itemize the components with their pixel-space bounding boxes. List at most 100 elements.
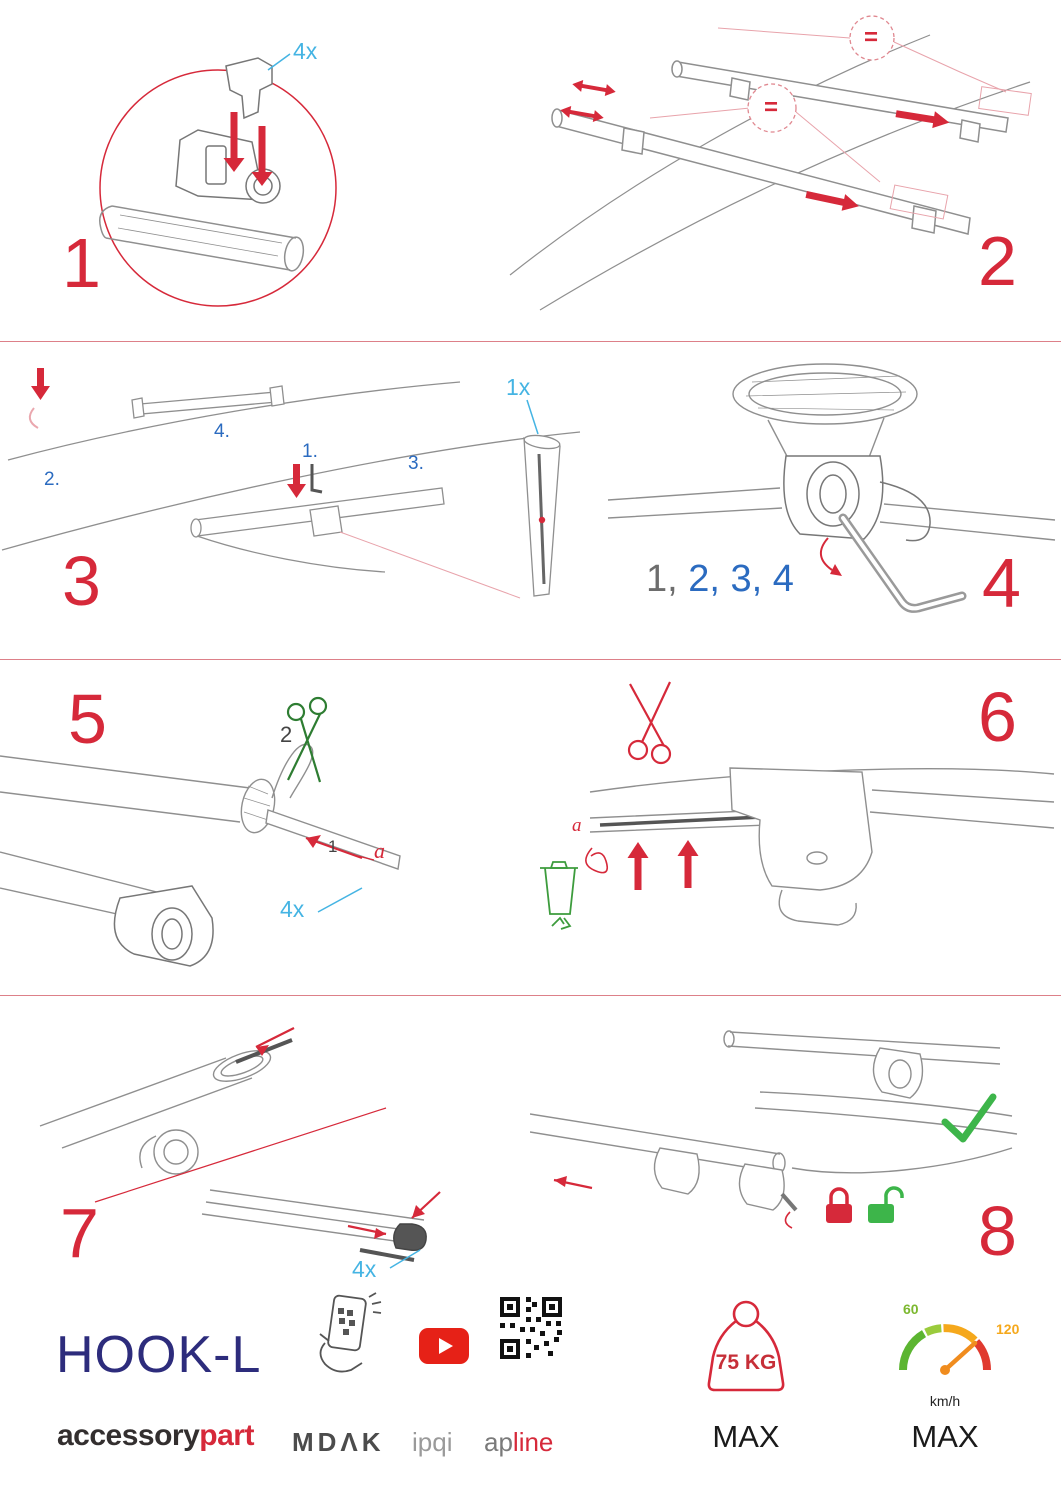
scissors-icon — [286, 696, 328, 783]
step3-sub4: 4. — [214, 421, 230, 442]
step-4: 1, 2, 3, 4 4 — [600, 342, 1061, 659]
check-icon — [941, 1093, 997, 1143]
brand-name-red: part — [199, 1419, 254, 1452]
mounted-bar-drawing — [723, 1030, 1018, 1135]
trash-bin-icon — [540, 861, 578, 930]
brand-name-dark: accessory — [57, 1419, 200, 1452]
allen-key-drawing — [838, 513, 967, 613]
step3-sub1: 1. — [302, 441, 318, 462]
step7-number: 7 — [60, 1194, 99, 1272]
step5-pull-label: 1 — [328, 837, 338, 856]
slide-arrow — [553, 1176, 593, 1190]
step-8: 8 — [530, 996, 1061, 1291]
step-3: 4. 1. 3. 2. 1x 3 — [0, 342, 600, 659]
brand-logo: accessorypart — [57, 1419, 254, 1453]
speed-max-label: MAX — [911, 1419, 979, 1454]
step8-illustration — [530, 1030, 1018, 1229]
step2-illustration — [509, 15, 1032, 311]
step-6: 6 a — [530, 660, 1061, 994]
foot-bracket-drawing — [589, 767, 1055, 926]
equal-spacing-circle-mid — [747, 83, 797, 133]
rail-end-drawing — [0, 743, 401, 925]
step4-number: 4 — [982, 544, 1021, 622]
step5-number: 5 — [68, 680, 107, 758]
locked-padlock-icon — [826, 1187, 852, 1223]
pull-arrow — [305, 835, 375, 861]
step5-cut-label: 2 — [280, 722, 293, 747]
key-turn-arrow — [784, 1211, 793, 1229]
logo-mdak: MDΛK — [292, 1427, 385, 1457]
step3-illustration — [1, 368, 581, 599]
tool-tube-drawing — [523, 434, 561, 597]
section-divider-1 — [0, 341, 1061, 342]
logo-ipqi: ipqi — [412, 1427, 453, 1457]
weight-max-label: MAX — [712, 1419, 780, 1454]
step3-qty-label: 1x — [506, 374, 531, 400]
ghost-rotation — [28, 407, 39, 429]
dimension-lines — [649, 27, 1032, 220]
step8-number: 8 — [978, 1192, 1017, 1270]
qty-leader-line — [526, 399, 539, 435]
cut-strap-curl — [585, 847, 609, 874]
qr-code — [500, 1297, 562, 1359]
crossbar-drawing — [99, 205, 305, 272]
push-up-arrows — [627, 840, 699, 890]
clamp-drawing — [113, 885, 214, 967]
rail-opening-drawing — [39, 1038, 293, 1175]
section-divider-2 — [0, 659, 1061, 660]
bar-end-drawing — [607, 363, 1056, 541]
gauge-high-label: 120 — [996, 1321, 1020, 1337]
speedometer-icon — [898, 1324, 992, 1375]
step5-qty-label: 4x — [280, 896, 305, 922]
step3-sub2: 2. — [44, 469, 60, 490]
logo-apline: apline — [484, 1427, 553, 1458]
step7-illustration — [39, 1027, 441, 1269]
step-5: 5 2 1 a 4x — [0, 660, 530, 994]
rotate-arrow — [820, 537, 842, 576]
step-1: 4x 1 — [0, 0, 500, 340]
step-7: 7 4x — [0, 996, 530, 1291]
step1-qty-label: 4x — [293, 38, 318, 64]
clamp-drawing — [783, 455, 931, 542]
rails-drawing — [1, 381, 581, 551]
logo-apline-gray: ap — [484, 1427, 513, 1457]
insert-arrows — [31, 368, 306, 498]
insert-arrows — [255, 1027, 441, 1239]
track-endcap-drawing — [201, 1189, 427, 1262]
adjust-arrows — [560, 80, 950, 211]
step-2: = = 2 — [500, 0, 1061, 340]
step4-illustration — [607, 363, 1056, 613]
footer: HOOK-L accessorypart — [0, 1291, 1061, 1500]
hex-key-small — [310, 464, 323, 494]
scissors-icon — [627, 681, 672, 765]
step3-number: 3 — [62, 542, 101, 620]
logo-apline-red: line — [512, 1427, 554, 1457]
sequence-done: 1, — [646, 558, 678, 600]
step4-sequence: 1, 2, 3, 4 — [646, 560, 794, 598]
step3-sub3: 3. — [408, 453, 424, 474]
equal-sign-top: = — [864, 24, 879, 51]
clip-part-drawing — [225, 57, 273, 120]
step6-number: 6 — [978, 678, 1017, 756]
gauge-low-label: 60 — [903, 1301, 919, 1317]
phone-qr-icon — [319, 1292, 382, 1373]
step1-illustration — [99, 53, 337, 307]
step6-strap-label: a — [572, 815, 582, 836]
crossbars-drawing — [551, 60, 1009, 235]
step1-number: 1 — [62, 224, 101, 302]
clamp-drawing — [175, 129, 281, 204]
sequence-todo: 2, 3, 4 — [688, 558, 794, 600]
equal-sign-mid: = — [764, 94, 779, 121]
product-name: HOOK-L — [56, 1326, 262, 1384]
equal-spacing-circle-top — [849, 15, 895, 61]
pointer-line — [94, 1107, 387, 1203]
weight-limit-value: 75 KG — [715, 1351, 777, 1374]
insert-arrows — [223, 112, 273, 186]
unlocked-padlock-icon — [868, 1186, 904, 1223]
step6-illustration — [540, 681, 1055, 930]
step5-strap-label: a — [374, 838, 385, 863]
youtube-icon — [419, 1328, 469, 1364]
qty-leader-line — [389, 1249, 421, 1269]
magnifier-circle — [99, 69, 337, 307]
